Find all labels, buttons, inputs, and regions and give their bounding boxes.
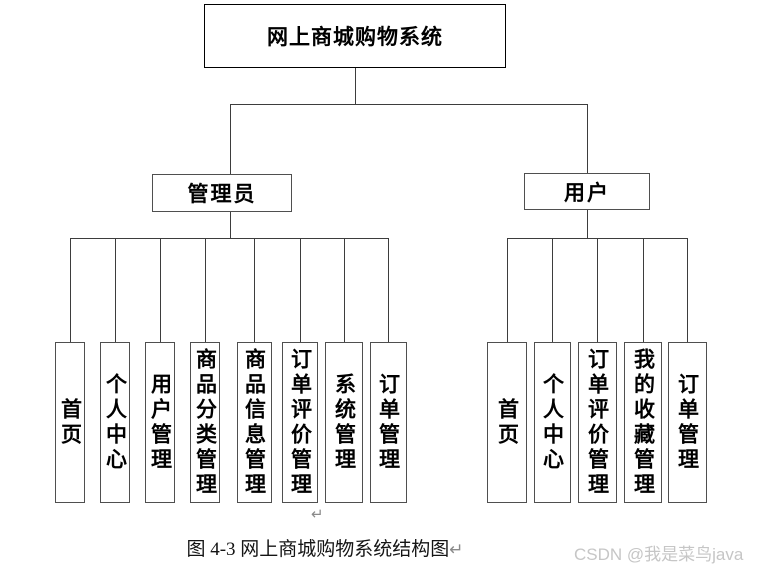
connector-line [587,210,588,238]
leaf-box: 订单评价管理 [282,342,318,503]
paragraph-return-mark: ↵ [311,505,324,523]
connector-line [254,238,255,342]
connector-line [344,238,345,342]
leaf-box: 首页 [487,342,527,503]
connector-line [388,238,389,342]
leaf-box: 个人中心 [100,342,130,503]
leaf-box: 系统管理 [325,342,363,503]
branch-node-user: 用户 [524,173,650,210]
connector-line [300,238,301,342]
leaf-box: 用户管理 [145,342,175,503]
connector-line [115,238,116,342]
connector-line [230,104,587,105]
caption-return-mark: ↵ [449,540,464,560]
leaf-box: 个人中心 [533,342,571,503]
leaf-box: 订单评价管理 [577,342,617,503]
root-node: 网上商城购物系统 [204,4,506,68]
leaf-box: 商品分类管理 [190,342,220,503]
connector-line [70,238,388,239]
connector-line [160,238,161,342]
leaf-box: 商品信息管理 [236,342,272,503]
connector-line [230,104,231,174]
connector-line [230,212,231,238]
connector-line [70,238,71,342]
connector-line [597,238,598,342]
leaf-box: 首页 [55,342,85,503]
connector-line [687,238,688,342]
leaf-box: 订单管理 [667,342,707,503]
branch-node-admin: 管理员 [152,174,292,212]
connector-line [507,238,508,342]
figure-caption-text: 图 4-3 网上商城购物系统结构图 [186,539,450,560]
leaf-box: 订单管理 [369,342,407,503]
leaf-box: 我的收藏管理 [624,342,662,503]
connector-line [643,238,644,342]
figure-caption: 图 4-3 网上商城购物系统结构图↵ [0,534,650,561]
connector-line [355,68,356,104]
csdn-watermark: CSDN @我是菜鸟java [574,545,744,564]
connector-line [552,238,553,342]
connector-line [205,238,206,342]
connector-line [587,104,588,173]
